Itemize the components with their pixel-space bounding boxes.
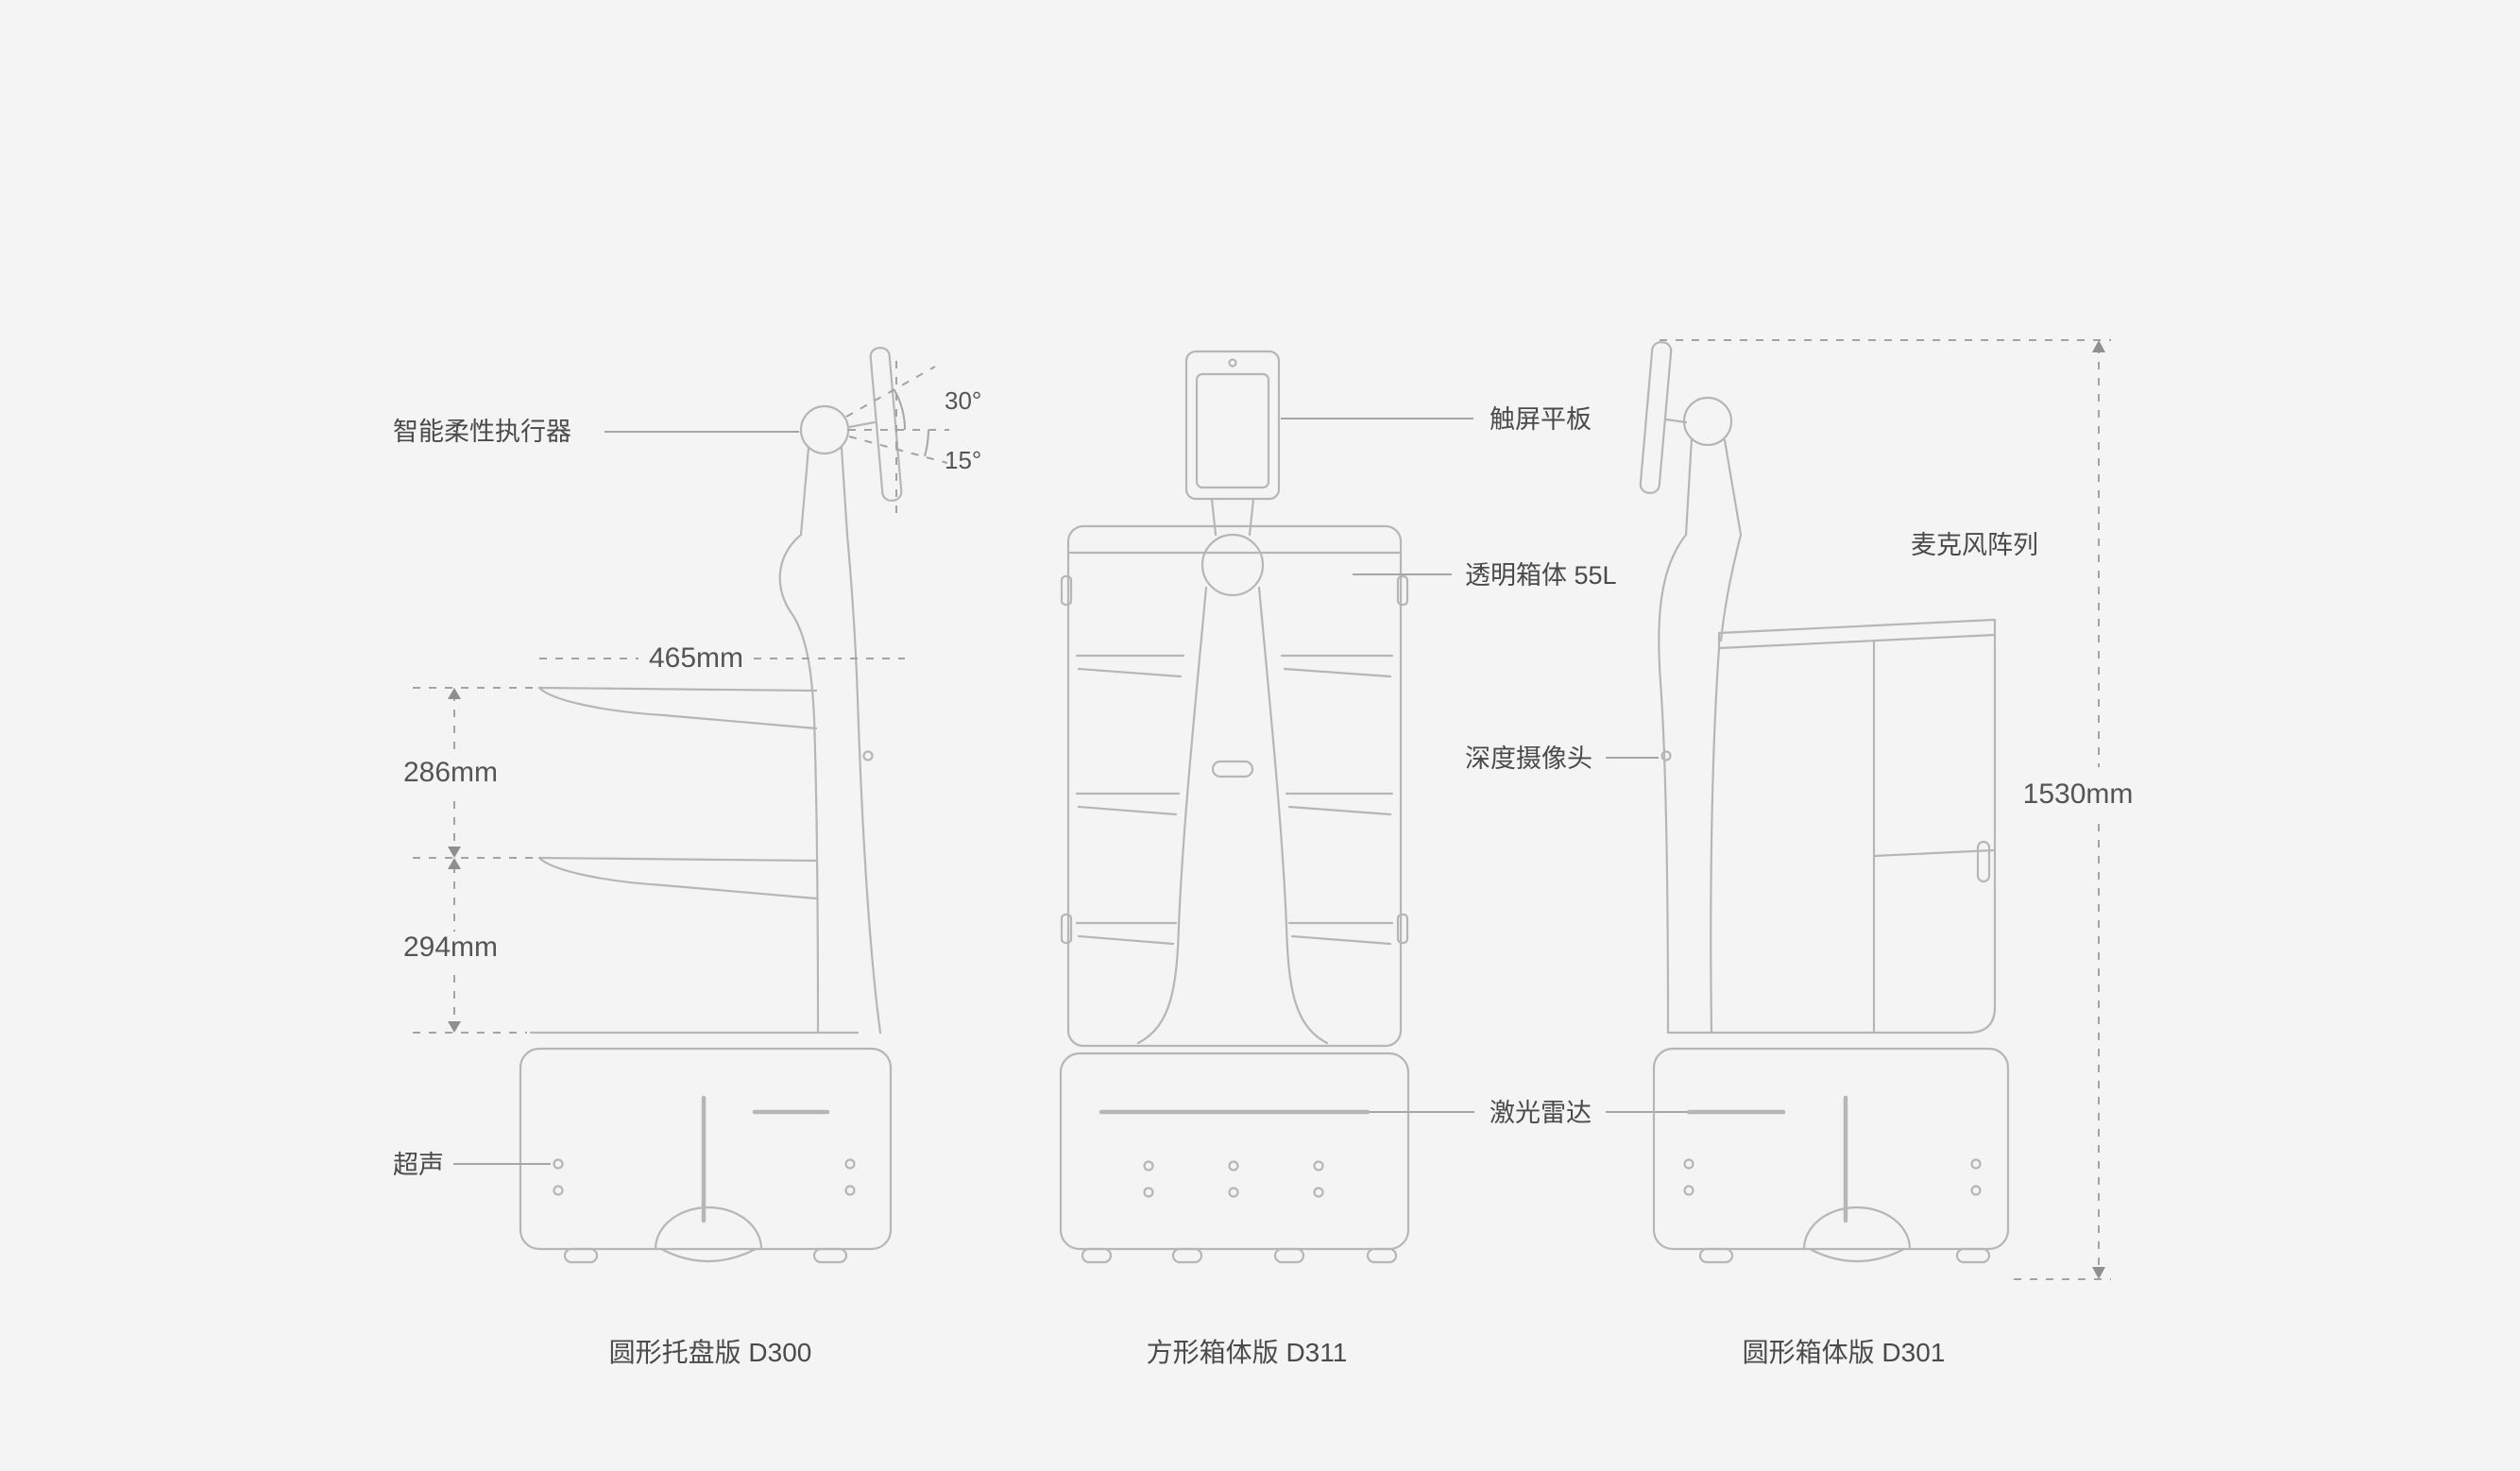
pan-tilt-joint bbox=[1200, 533, 1265, 597]
ultrasonic-sensor-dot bbox=[553, 1158, 564, 1170]
microphone-array-label: 麦克风阵列 bbox=[1911, 531, 2038, 559]
caption-d300: 圆形托盘版 D300 bbox=[609, 1338, 812, 1367]
actuator-joint-d301 bbox=[1682, 396, 1733, 447]
tablet-screen bbox=[1184, 350, 1281, 501]
lower-tray bbox=[537, 856, 818, 863]
base-d311 bbox=[1059, 1052, 1410, 1251]
cabinet-body bbox=[1066, 524, 1403, 1048]
door-handle bbox=[1976, 840, 1991, 883]
caption-d301: 圆形箱体版 D301 bbox=[1743, 1338, 1946, 1367]
robot-d300-annotations: 30° 15° 智能柔性执行器 超声 465mm 286mm 294mm bbox=[393, 361, 981, 1179]
angle-down-value: 15° bbox=[945, 446, 981, 474]
captions: 圆形托盘版 D300 方形箱体版 D311 圆形箱体版 D301 bbox=[609, 1338, 1946, 1367]
drive-wheel-d301 bbox=[1808, 1247, 1906, 1262]
base-d300 bbox=[519, 1047, 893, 1251]
overall-height-dim: 1530mm bbox=[2023, 778, 2134, 810]
robot-d300-drawing bbox=[519, 347, 903, 1264]
ultrasonic-label: 超声 bbox=[393, 1151, 444, 1179]
tablet-camera-dot bbox=[1228, 358, 1237, 368]
cabinet-lid bbox=[1717, 618, 1997, 650]
base-d301 bbox=[1652, 1047, 2010, 1251]
tray-gap-upper-dim: 286mm bbox=[403, 757, 498, 788]
actuator-label: 智能柔性执行器 bbox=[393, 418, 571, 446]
depth-camera-dot-d300 bbox=[862, 750, 874, 761]
robot-d301-annotations: 麦克风阵列 1530mm bbox=[1660, 339, 2134, 1280]
actuator-joint bbox=[799, 404, 850, 455]
column-handle bbox=[1211, 760, 1254, 778]
upper-tray bbox=[537, 686, 818, 693]
angle-up-value: 30° bbox=[945, 386, 981, 415]
robot-d301-drawing bbox=[1639, 341, 2010, 1264]
caption-d311: 方形箱体版 D311 bbox=[1147, 1338, 1348, 1367]
depth-camera-dot-d301 bbox=[1660, 750, 1672, 761]
tray-width-dim: 465mm bbox=[649, 642, 743, 674]
lidar-label: 激光雷达 bbox=[1490, 1099, 1592, 1127]
robot-d311-drawing bbox=[1059, 350, 1410, 1264]
cabinet-label: 透明箱体 55L bbox=[1465, 561, 1617, 590]
tablet-label: 触屏平板 bbox=[1490, 405, 1592, 434]
robot-d311-annotations: 触屏平板 透明箱体 55L 深度摄像头 激光雷达 bbox=[1281, 405, 1691, 1127]
drive-wheel bbox=[659, 1247, 758, 1262]
tray-gap-lower-dim: 294mm bbox=[403, 932, 498, 963]
depth-camera-label: 深度摄像头 bbox=[1465, 744, 1592, 773]
